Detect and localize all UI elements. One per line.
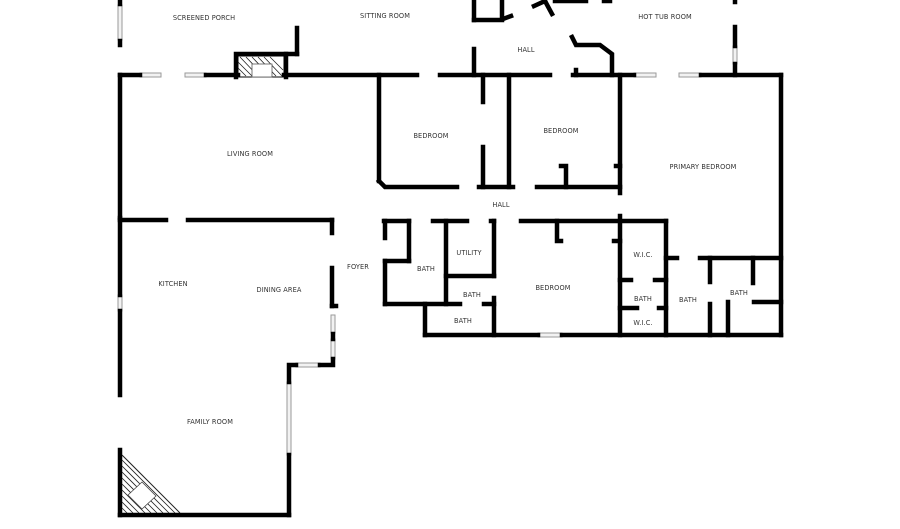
room-labels: SCREENED PORCH SITTING ROOM HALL HOT TUB…	[158, 12, 748, 426]
label-primary-bedroom: PRIMARY BEDROOM	[670, 163, 737, 171]
label-bath-1: BATH	[417, 265, 435, 273]
label-screened-porch: SCREENED PORCH	[173, 14, 235, 22]
label-bath-4: BATH	[634, 295, 652, 303]
windows	[117, 4, 738, 456]
label-bath-2: BATH	[463, 291, 481, 299]
label-sitting-room: SITTING ROOM	[360, 12, 410, 20]
label-foyer: FOYER	[347, 263, 369, 271]
label-bath-6: BATH	[730, 289, 748, 297]
fireplace-corner	[121, 454, 181, 514]
label-hall-north: HALL	[517, 46, 534, 54]
label-utility: UTILITY	[456, 249, 482, 257]
label-bath-3: BATH	[454, 317, 472, 325]
label-kitchen: KITCHEN	[158, 280, 187, 288]
label-wic-2: W.I.C.	[633, 319, 652, 327]
label-hall-center: HALL	[492, 201, 509, 209]
label-living-room: LIVING ROOM	[227, 150, 273, 158]
label-wic-1: W.I.C.	[633, 251, 652, 259]
label-bedroom-1: BEDROOM	[413, 132, 448, 140]
label-bedroom-3: BEDROOM	[535, 284, 570, 292]
label-bath-5: BATH	[679, 296, 697, 304]
label-family-room: FAMILY ROOM	[187, 418, 233, 426]
fireplace-north	[237, 55, 285, 78]
label-bedroom-2: BEDROOM	[543, 127, 578, 135]
walls	[117, 0, 784, 518]
label-hot-tub-room: HOT TUB ROOM	[638, 13, 692, 21]
label-dining-area: DINING AREA	[257, 286, 302, 294]
